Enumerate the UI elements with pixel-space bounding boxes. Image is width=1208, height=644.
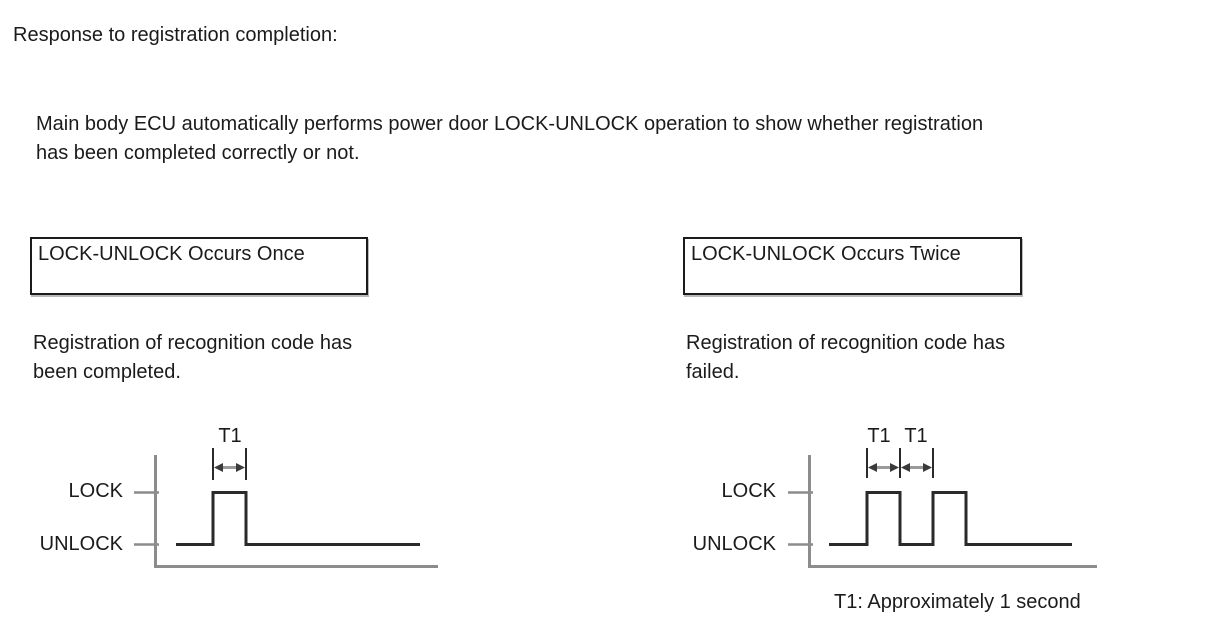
arrow-left-head-icon <box>214 463 223 472</box>
unlock-label-twice: UNLOCK <box>692 533 776 555</box>
outcome-box-once-label: LOCK-UNLOCK Occurs Once <box>38 243 305 265</box>
intro-line-2: has been completed correctly or not. <box>36 142 360 164</box>
outcome-box-twice: LOCK-UNLOCK Occurs Twice <box>683 237 1022 295</box>
unlock-label-once: UNLOCK <box>39 533 123 555</box>
result-once-line-1: Registration of recognition code has <box>33 332 353 354</box>
t1-label-once: T1 <box>218 425 242 447</box>
lock-label-twice: LOCK <box>721 480 776 502</box>
lock-label-once: LOCK <box>68 480 123 502</box>
t1-label-twice-2: T1 <box>904 425 928 447</box>
result-twice-line-1: Registration of recognition code has <box>686 332 1006 354</box>
outcome-box-twice-label: LOCK-UNLOCK Occurs Twice <box>691 243 961 265</box>
intro-paragraph: Main body ECU automatically performs pow… <box>36 110 983 168</box>
signal-waveform <box>829 491 1072 546</box>
result-once-line-2: been completed. <box>33 361 181 383</box>
page-title: Response to registration completion: <box>13 24 338 46</box>
arrow-left-head-icon <box>868 463 877 472</box>
t1-label-twice-1: T1 <box>867 425 891 447</box>
arrow-left-head-icon <box>901 463 910 472</box>
arrow-right-head-icon <box>890 463 899 472</box>
signal-waveform <box>176 491 420 546</box>
arrow-right-head-icon <box>236 463 245 472</box>
intro-line-1: Main body ECU automatically performs pow… <box>36 113 984 135</box>
result-text-once: Registration of recognition code has bee… <box>33 329 352 387</box>
arrow-right-head-icon <box>923 463 932 472</box>
outcome-box-once: LOCK-UNLOCK Occurs Once <box>30 237 368 295</box>
result-text-twice: Registration of recognition code has fai… <box>686 329 1005 387</box>
timing-diagram-once <box>134 448 438 568</box>
result-twice-line-2: failed. <box>686 361 740 383</box>
t1-footnote: T1: Approximately 1 second <box>834 591 1081 613</box>
timing-diagram-twice <box>788 448 1097 568</box>
